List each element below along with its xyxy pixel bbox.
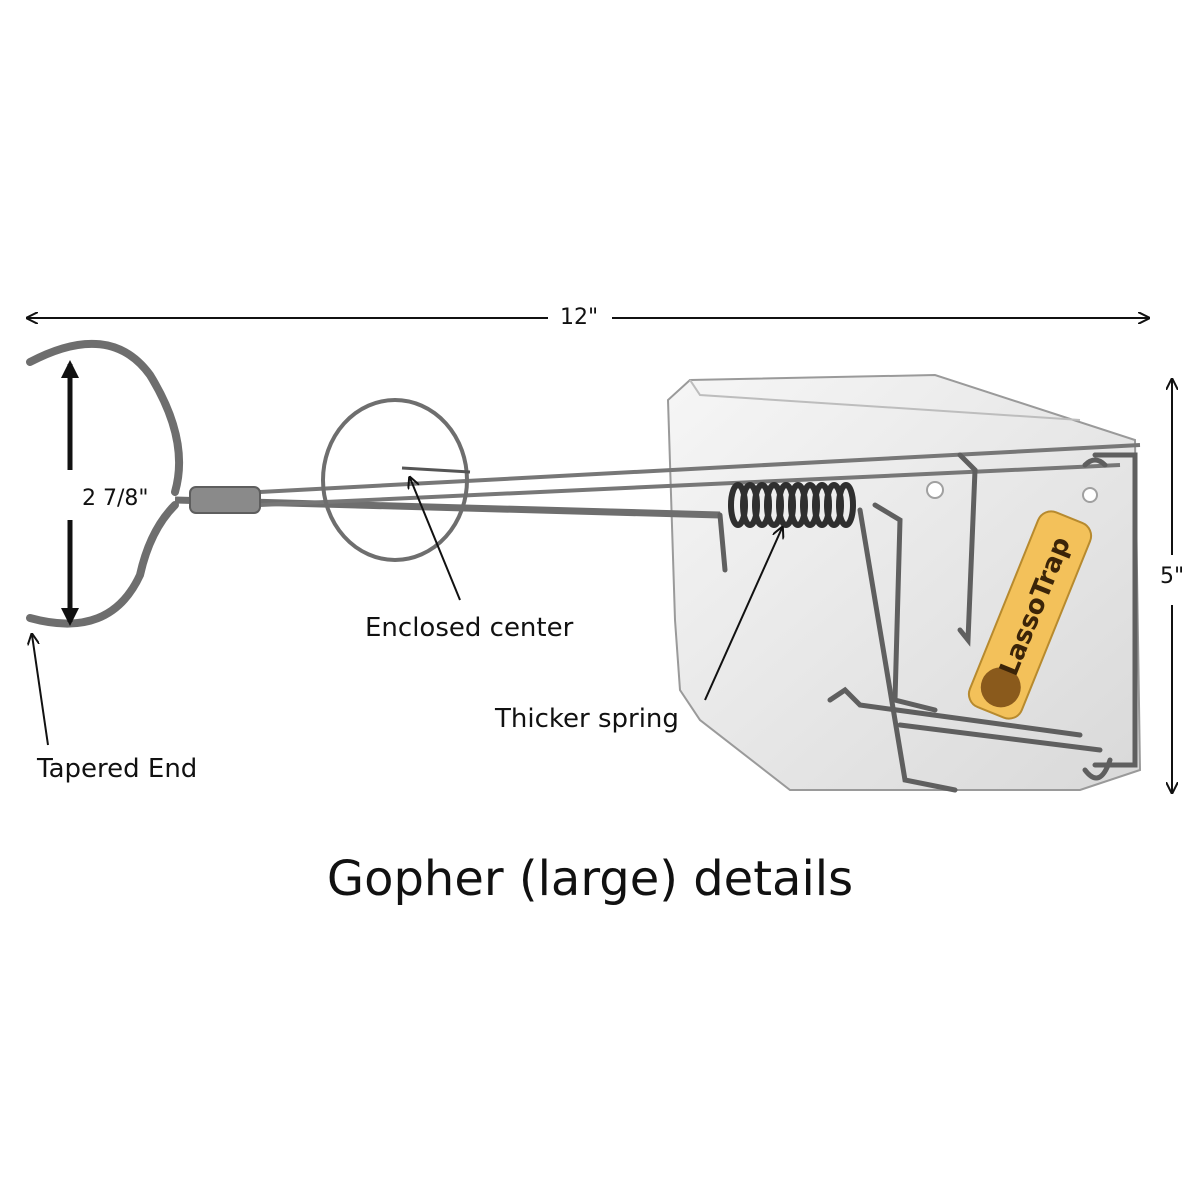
- callout-arrows: [32, 478, 782, 746]
- trigger-wires: [717, 452, 1138, 793]
- tapered-end-label: Tapered End: [37, 754, 198, 784]
- thick-spring: [728, 482, 856, 528]
- loop-diameter-label: 2 7/8": [82, 486, 149, 511]
- height-label: 5": [1160, 564, 1185, 589]
- tapered-loop-end: [26, 339, 184, 628]
- caption-title: Gopher (large) details: [326, 851, 854, 907]
- thicker-spring-label: Thicker spring: [495, 704, 679, 734]
- enclosed-center-ring: [321, 398, 471, 562]
- length-label: 12": [560, 305, 599, 330]
- enclosed-center-label: Enclosed center: [365, 613, 574, 643]
